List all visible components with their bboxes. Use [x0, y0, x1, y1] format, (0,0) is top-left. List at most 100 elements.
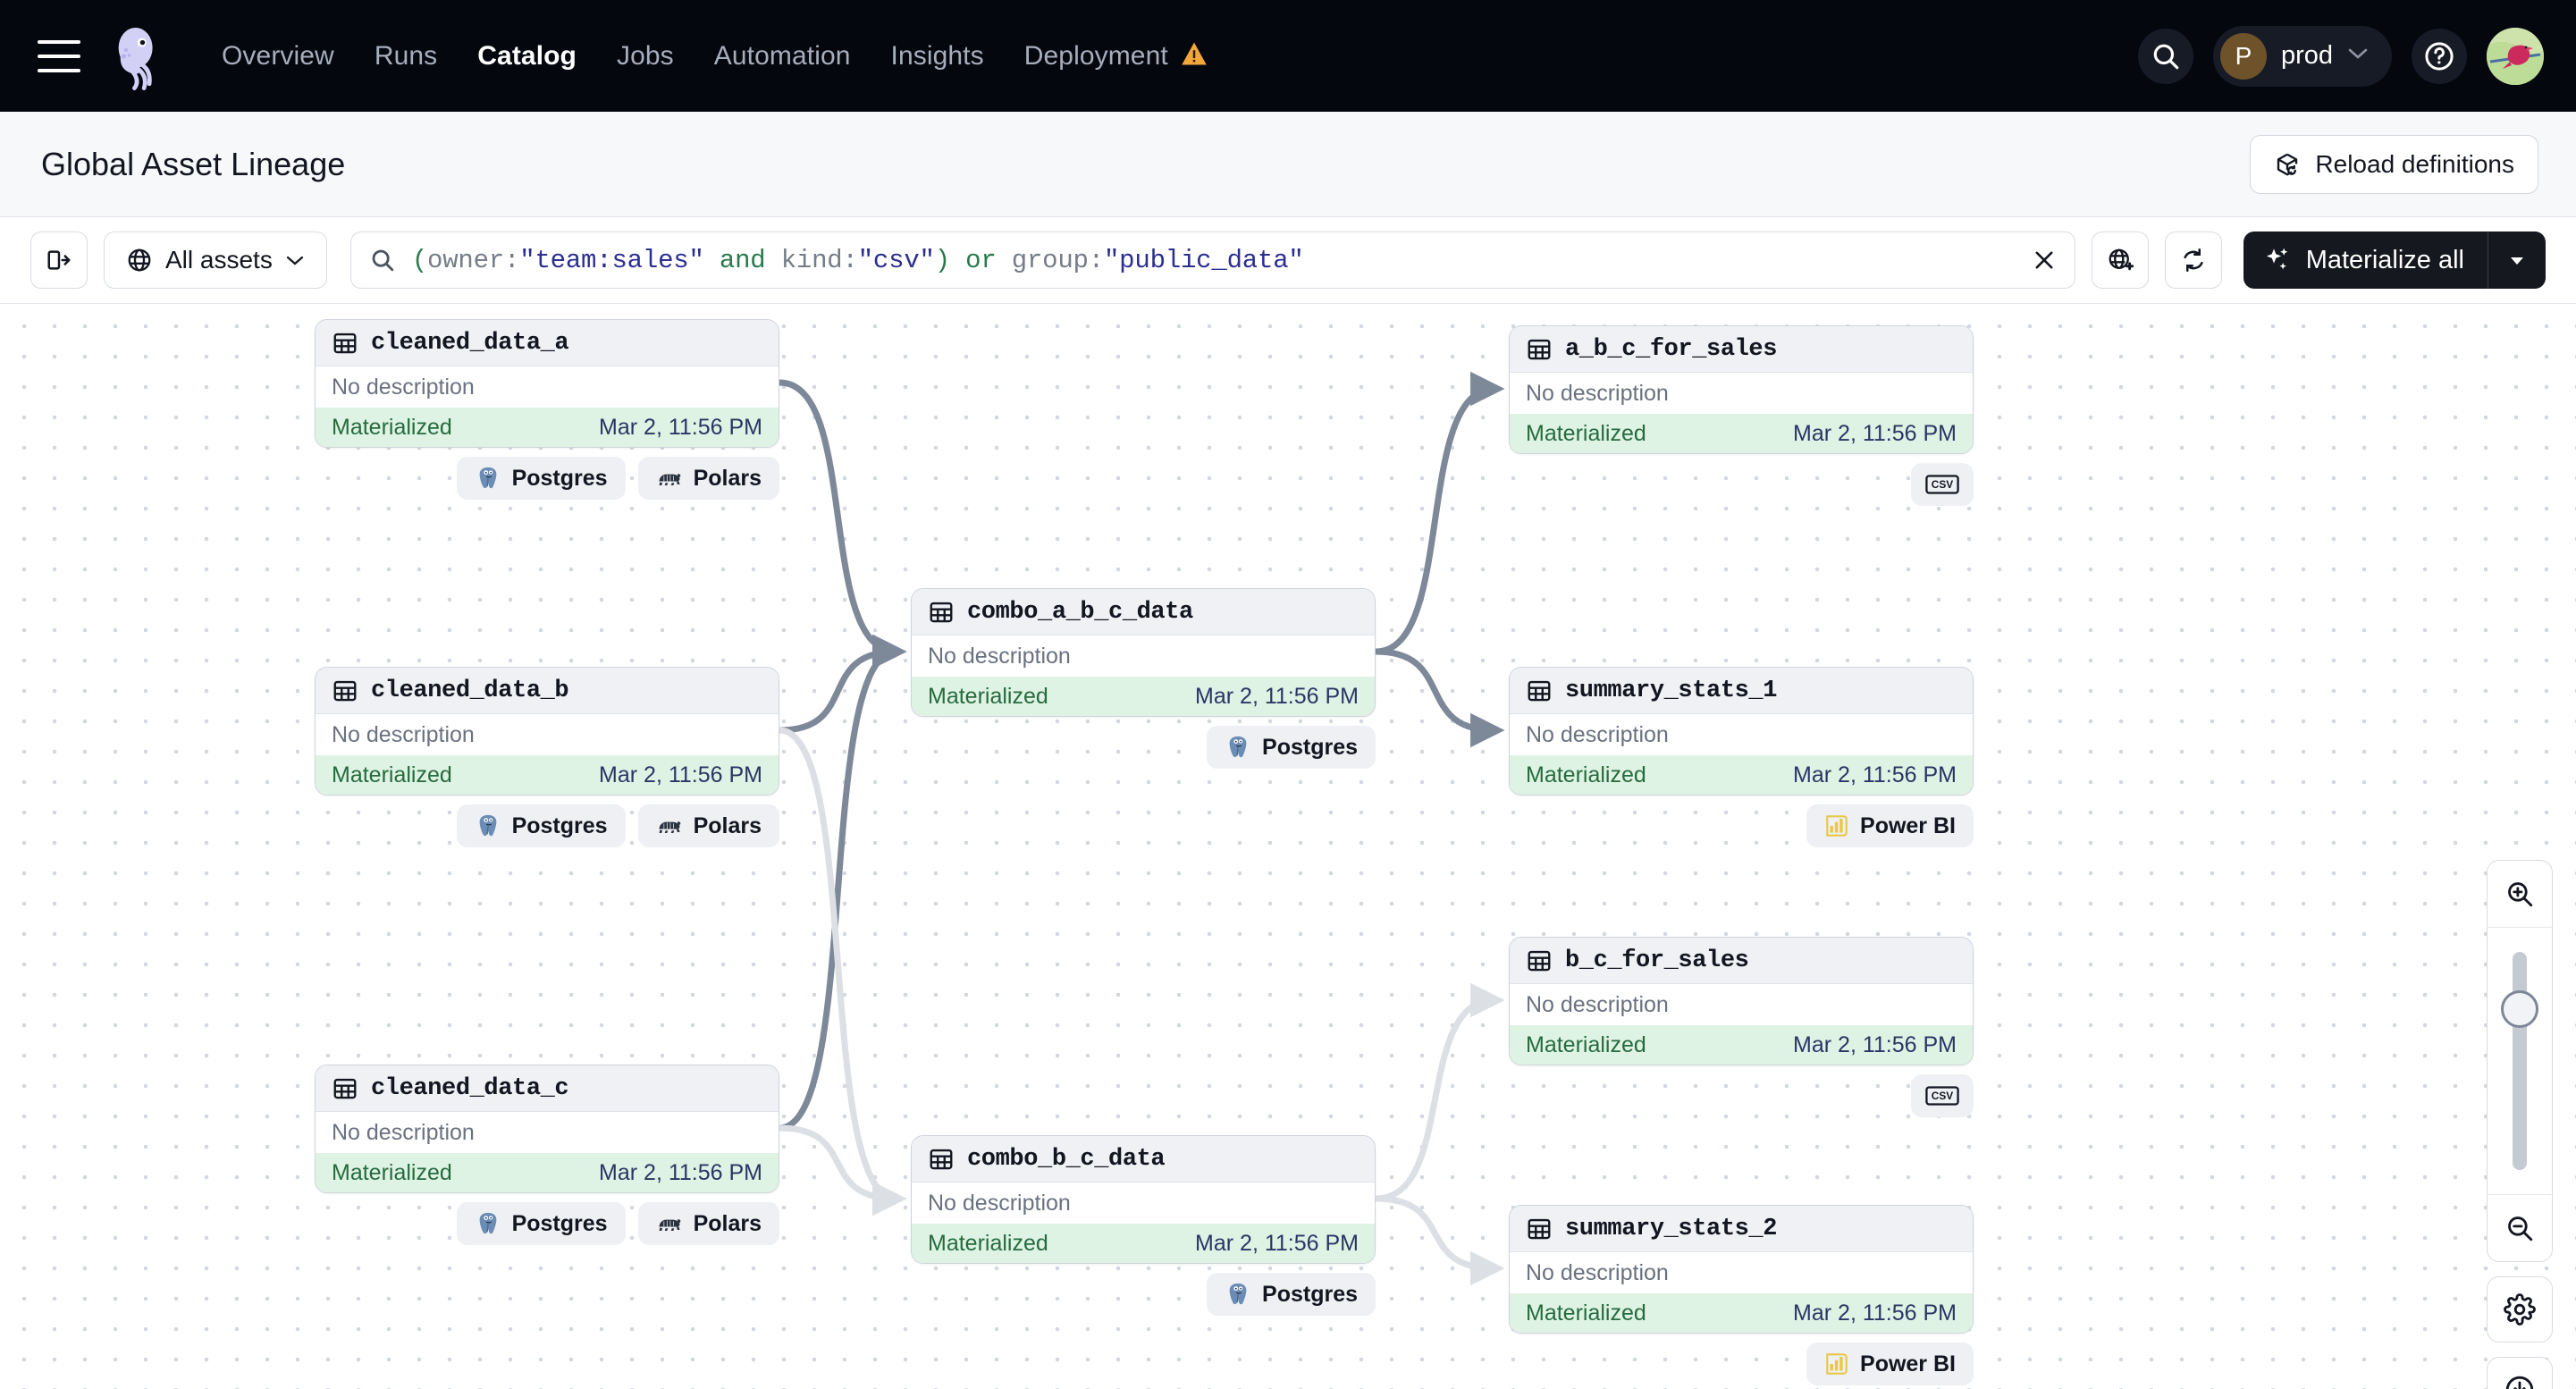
refresh-icon[interactable]	[2164, 232, 2222, 289]
powerbi-icon	[1824, 1351, 1849, 1377]
kind-tag-power-bi[interactable]: Power BI	[1806, 1343, 1974, 1385]
nav-link-deployment[interactable]: Deployment	[1024, 41, 1208, 72]
help-circle-icon[interactable]	[2412, 28, 2467, 84]
kind-tag-polars[interactable]: Polars	[637, 1202, 779, 1245]
asset-node-header[interactable]: summary_stats_1	[1510, 668, 1973, 714]
materialization-timestamp[interactable]: Mar 2, 11:56 PM	[1793, 1031, 1957, 1057]
lineage-edge-cleaned_data_b-to-combo_a_b_c_data	[776, 634, 907, 734]
materialization-timestamp[interactable]: Mar 2, 11:56 PM	[1793, 762, 1957, 787]
asset-node-header[interactable]: combo_a_b_c_data	[912, 589, 1375, 636]
zoom-slider-handle[interactable]	[2501, 990, 2538, 1029]
table-icon	[332, 1075, 358, 1102]
globe-plus-icon[interactable]	[2091, 232, 2149, 289]
materialization-timestamp[interactable]: Mar 2, 11:56 PM	[1793, 1300, 1957, 1326]
kind-tag-power-bi[interactable]: Power BI	[1806, 804, 1974, 847]
lineage-edges	[776, 371, 1505, 1286]
asset-node-name: cleaned_data_b	[371, 677, 569, 704]
status-badge: Materialized	[1526, 762, 1646, 787]
gear-icon[interactable]	[2487, 1276, 2553, 1343]
asset-node-header[interactable]: cleaned_data_b	[316, 668, 779, 714]
page-title: Global Asset Lineage	[41, 145, 346, 182]
nav-link-automation[interactable]: Automation	[713, 40, 851, 71]
materialize-all-main[interactable]: Materialize all	[2243, 232, 2488, 289]
materialization-timestamp[interactable]: Mar 2, 11:56 PM	[1195, 1230, 1359, 1256]
user-avatar[interactable]	[2487, 27, 2544, 85]
sidebar-toggle-button[interactable]	[30, 232, 88, 289]
download-icon[interactable]	[2487, 1357, 2553, 1389]
deployment-selector[interactable]: P prod	[2212, 25, 2392, 87]
asset-node-header[interactable]: a_b_c_for_sales	[1510, 326, 1973, 373]
zoom-controls	[2487, 860, 2553, 1389]
asset-scope-selector[interactable]: All assets	[104, 232, 327, 289]
zoom-slider[interactable]	[2487, 927, 2553, 1195]
materialization-timestamp[interactable]: Mar 2, 11:56 PM	[599, 414, 762, 440]
zoom-slider-track[interactable]	[2513, 952, 2527, 1170]
kind-tag-csv[interactable]: CSV	[1911, 1074, 1974, 1117]
kind-tag-postgres[interactable]: Postgres	[456, 804, 626, 847]
materialize-all-button[interactable]: Materialize all	[2243, 232, 2546, 289]
asset-node-header[interactable]: combo_b_c_data	[912, 1136, 1375, 1183]
asset-node-status-row: Materialized Mar 2, 11:56 PM	[1510, 755, 1973, 795]
box-refresh-icon	[2274, 151, 2301, 178]
kind-tag-postgres[interactable]: Postgres	[456, 1202, 626, 1245]
table-icon	[928, 1146, 955, 1173]
nav-link-overview[interactable]: Overview	[222, 40, 334, 71]
svg-text:CSV: CSV	[1932, 478, 1953, 491]
postgres-icon	[1229, 736, 1247, 758]
kind-tag-csv[interactable]: CSV	[1911, 463, 1974, 506]
kind-tag-label: Power BI	[1860, 1351, 1956, 1376]
dagster-logo[interactable]	[104, 22, 172, 90]
asset-search-box[interactable]: (owner:"team:sales" and kind:"csv") or g…	[349, 232, 2075, 289]
table-icon	[1526, 678, 1553, 704]
kind-tag-postgres[interactable]: Postgres	[1207, 726, 1376, 769]
asset-node-header[interactable]: summary_stats_2	[1510, 1206, 1973, 1252]
sparkle-icon	[2263, 246, 2292, 274]
asset-node-tags: Postgres	[911, 726, 1376, 769]
table-icon	[1526, 336, 1553, 363]
asset-search-input[interactable]: (owner:"team:sales" and kind:"csv") or g…	[411, 245, 1304, 275]
kind-tag-label: Polars	[693, 465, 762, 491]
materialization-timestamp[interactable]: Mar 2, 11:56 PM	[1793, 420, 1957, 446]
materialization-timestamp[interactable]: Mar 2, 11:56 PM	[599, 1159, 762, 1185]
kind-tag-label: Polars	[693, 1210, 762, 1236]
nav-link-catalog[interactable]: Catalog	[477, 40, 577, 71]
asset-node-name: summary_stats_1	[1565, 677, 1778, 704]
materialization-timestamp[interactable]: Mar 2, 11:56 PM	[599, 762, 762, 787]
zoom-out-icon[interactable]	[2487, 1195, 2553, 1261]
kind-tag-postgres[interactable]: Postgres	[1207, 1273, 1376, 1316]
kind-tag-polars[interactable]: Polars	[637, 457, 779, 500]
kind-tag-polars[interactable]: Polars	[637, 804, 779, 847]
asset-node-header[interactable]: cleaned_data_c	[316, 1065, 779, 1112]
nav-link-runs[interactable]: Runs	[374, 40, 438, 71]
asset-node-header[interactable]: cleaned_data_a	[316, 320, 779, 366]
materialize-dropdown-caret[interactable]	[2488, 253, 2546, 267]
materialization-timestamp[interactable]: Mar 2, 11:56 PM	[1195, 683, 1359, 709]
search-icon	[369, 247, 396, 274]
zoom-in-icon[interactable]	[2487, 861, 2553, 927]
search-icon[interactable]	[2137, 28, 2193, 84]
deployment-name: prod	[2280, 41, 2333, 70]
asset-node-tags: Postgres Polars	[315, 457, 779, 500]
close-x-icon[interactable]	[2032, 248, 2057, 273]
nav-link-insights[interactable]: Insights	[890, 40, 984, 71]
asset-node-header[interactable]: b_c_for_sales	[1510, 938, 1973, 984]
reload-definitions-button[interactable]: Reload definitions	[2250, 134, 2538, 194]
asset-node-description: No description	[1510, 714, 1973, 755]
kind-tag-postgres[interactable]: Postgres	[456, 457, 626, 500]
polars-icon	[659, 1219, 680, 1231]
hamburger-menu-icon[interactable]	[38, 39, 80, 72]
nav-link-jobs[interactable]: Jobs	[616, 40, 674, 71]
asset-node-tags: CSV	[1509, 1074, 1974, 1117]
kind-tag-label: Postgres	[511, 465, 608, 491]
